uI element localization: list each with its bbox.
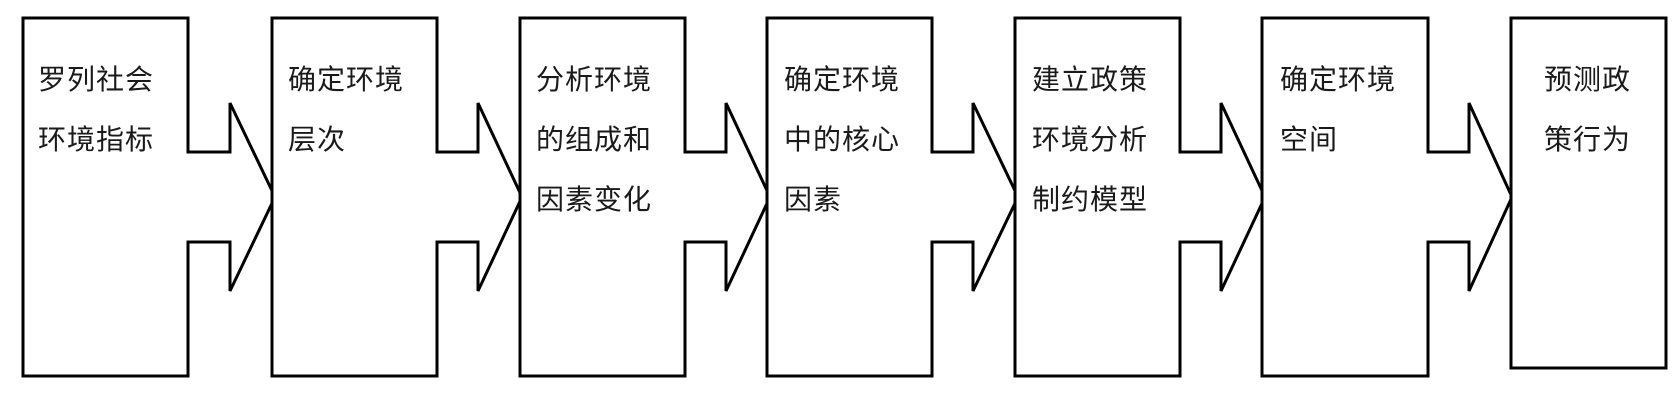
step-box-5 (1013, 16, 1267, 378)
step-box-6 (1260, 16, 1514, 378)
step-label-6: 确定环境 空间 (1280, 63, 1397, 156)
step-label-3: 分析环境 的组成和 因素变化 (536, 63, 653, 216)
step-box-3 (518, 16, 772, 378)
step-label-7: 预测政 策行为 (1544, 63, 1632, 156)
step-label-2: 确定环境 层次 (288, 63, 405, 156)
step-label-4: 确定环境 中的核心 因素 (784, 63, 901, 216)
step-label-5: 建立政策 环境分析 制约模型 (1032, 63, 1149, 216)
step-box-4 (765, 16, 1020, 378)
step-box-7 (1509, 16, 1668, 370)
step-label-1: 罗列社会 环境指标 (38, 63, 155, 156)
step-box-1 (21, 16, 277, 378)
step-box-2 (270, 16, 524, 378)
